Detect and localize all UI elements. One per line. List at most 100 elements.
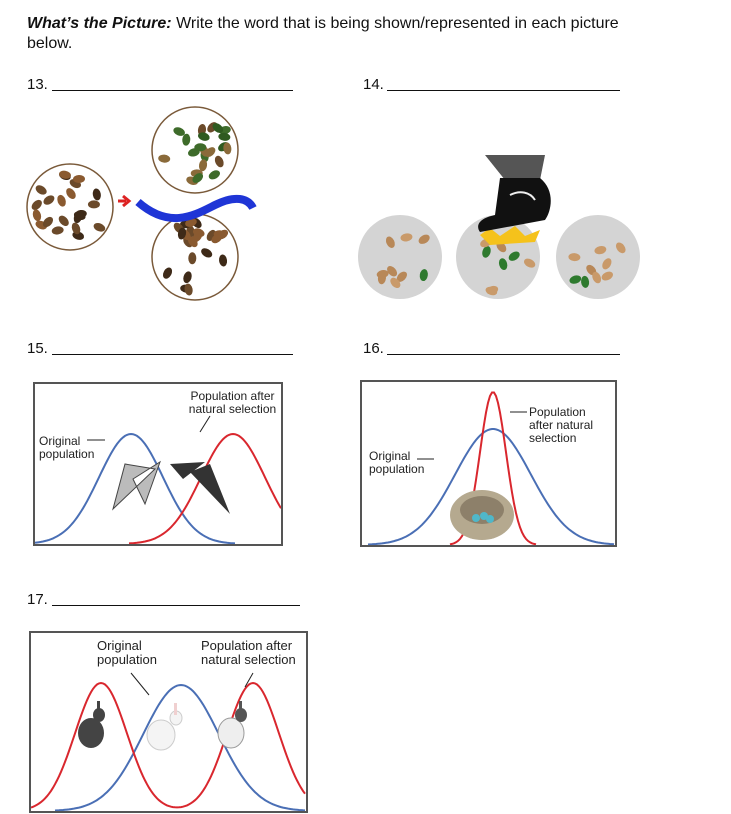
after-selection-curve: [128, 432, 281, 544]
original-population-curve: [54, 683, 306, 811]
original-population-label: Original population: [97, 638, 157, 667]
answer-line-17[interactable]: [52, 605, 300, 606]
nest-icon: [450, 490, 514, 540]
beetle-icon: [187, 236, 198, 248]
beetle-icon: [419, 269, 428, 282]
beetle-icon: [569, 275, 582, 284]
dark-rabbit-icon: [78, 701, 105, 748]
instructions-text: Write the word that is being shown/repre…: [27, 15, 619, 52]
beetle-icon: [188, 252, 197, 265]
beetle-icon: [182, 133, 191, 146]
boot-icon: [478, 155, 551, 232]
original-population-label: Original population: [369, 449, 425, 476]
after-selection-label: Population after natural selection: [529, 405, 594, 445]
beetle-icon: [87, 200, 100, 209]
answer-line-16[interactable]: [387, 354, 620, 355]
question-14-number: 14.: [363, 76, 384, 93]
beetle-stomp-diagram: [358, 155, 640, 299]
answer-line-14[interactable]: [387, 90, 620, 91]
light-moth-icon: [112, 460, 161, 511]
beetle-icon: [602, 258, 612, 270]
beetle-icon: [58, 215, 69, 226]
beetle-icon: [568, 253, 581, 262]
dark-moth-icon: [170, 462, 230, 514]
question-15-number: 15.: [27, 340, 48, 357]
beetle-icon: [485, 286, 498, 296]
beetle-icon: [508, 251, 520, 261]
question-16-number: 16.: [363, 340, 384, 357]
original-population-curve: [35, 432, 236, 544]
beetle-icon: [32, 209, 42, 222]
white-rabbit-icon: [146, 703, 183, 751]
rabbit-selection-graph: Original population Population after nat…: [29, 631, 308, 813]
answer-line-15[interactable]: [52, 354, 293, 355]
beetle-icon: [214, 155, 224, 168]
beetle-icon: [498, 258, 508, 270]
beetle-icon: [158, 154, 171, 163]
moth-selection-graph: Original population Population after nat…: [33, 382, 283, 546]
after-selection-label: Population after natural selection: [201, 638, 296, 667]
beetle-icon: [396, 271, 407, 282]
beetle-icon: [192, 228, 205, 237]
beetle-icon: [184, 283, 193, 296]
beetle-icon: [93, 223, 106, 232]
beetle-icon: [92, 188, 101, 201]
beetle-icon: [201, 248, 213, 258]
spotted-rabbit-icon: [217, 701, 247, 749]
beetle-icon: [57, 194, 66, 207]
instructions: What’s the Picture: Write the word that …: [27, 14, 647, 54]
beetle-icon: [173, 127, 185, 136]
beetle-icon: [400, 233, 413, 242]
beetle-icon: [385, 236, 395, 248]
beetle-icon: [31, 199, 42, 211]
question-17-number: 17.: [27, 591, 48, 608]
beetle-icon: [223, 142, 232, 155]
beetle-icon: [66, 188, 76, 199]
original-population-curve: [367, 428, 615, 545]
beetle-icon: [524, 258, 536, 268]
beetle-icon: [35, 185, 47, 195]
beetle-icon: [177, 227, 187, 240]
beetle-icon: [183, 271, 192, 284]
beetle-icon: [42, 216, 54, 228]
beetle-icon: [211, 233, 223, 244]
arrow-icon: [118, 194, 132, 208]
beetle-icon: [198, 159, 208, 172]
beetle-icon: [218, 132, 231, 141]
beetle-icon: [212, 123, 224, 133]
original-population-label: Original population: [39, 434, 95, 461]
beetle-icon: [197, 132, 210, 141]
after-selection-curve: [31, 681, 306, 809]
after-selection-label: Population after natural selection: [188, 389, 277, 416]
beetle-populations-diagram: [26, 106, 257, 301]
beetle-icon: [390, 277, 401, 289]
beetle-icon: [43, 195, 55, 205]
beetle-icon: [418, 234, 430, 244]
nest-selection-graph: Original population Population after nat…: [360, 380, 617, 547]
beetle-icon: [162, 267, 173, 279]
beetle-icon: [594, 245, 607, 255]
beetle-icon: [208, 170, 220, 180]
population-circle: [26, 163, 114, 251]
beetle-icon: [71, 222, 81, 235]
question-13-number: 13.: [27, 76, 48, 93]
beetle-icon: [72, 174, 85, 183]
beetle-icon: [51, 226, 64, 235]
beetle-icon: [377, 272, 386, 285]
impact-burst: [480, 226, 540, 245]
barrier-river: [135, 194, 257, 223]
beetle-icon: [218, 254, 228, 267]
beetle-icon: [592, 271, 602, 284]
beetle-icon: [581, 275, 590, 288]
beetle-icon: [601, 271, 613, 281]
beetle-icon: [615, 242, 626, 254]
beetle-icon: [73, 211, 86, 220]
beetle-icon: [387, 266, 398, 277]
beetle-icon: [59, 170, 71, 179]
beetle-icon: [204, 147, 216, 158]
answer-line-13[interactable]: [52, 90, 293, 91]
beetle-icon: [192, 173, 204, 183]
instructions-title: What’s the Picture:: [27, 15, 172, 32]
beetle-icon: [194, 143, 207, 152]
